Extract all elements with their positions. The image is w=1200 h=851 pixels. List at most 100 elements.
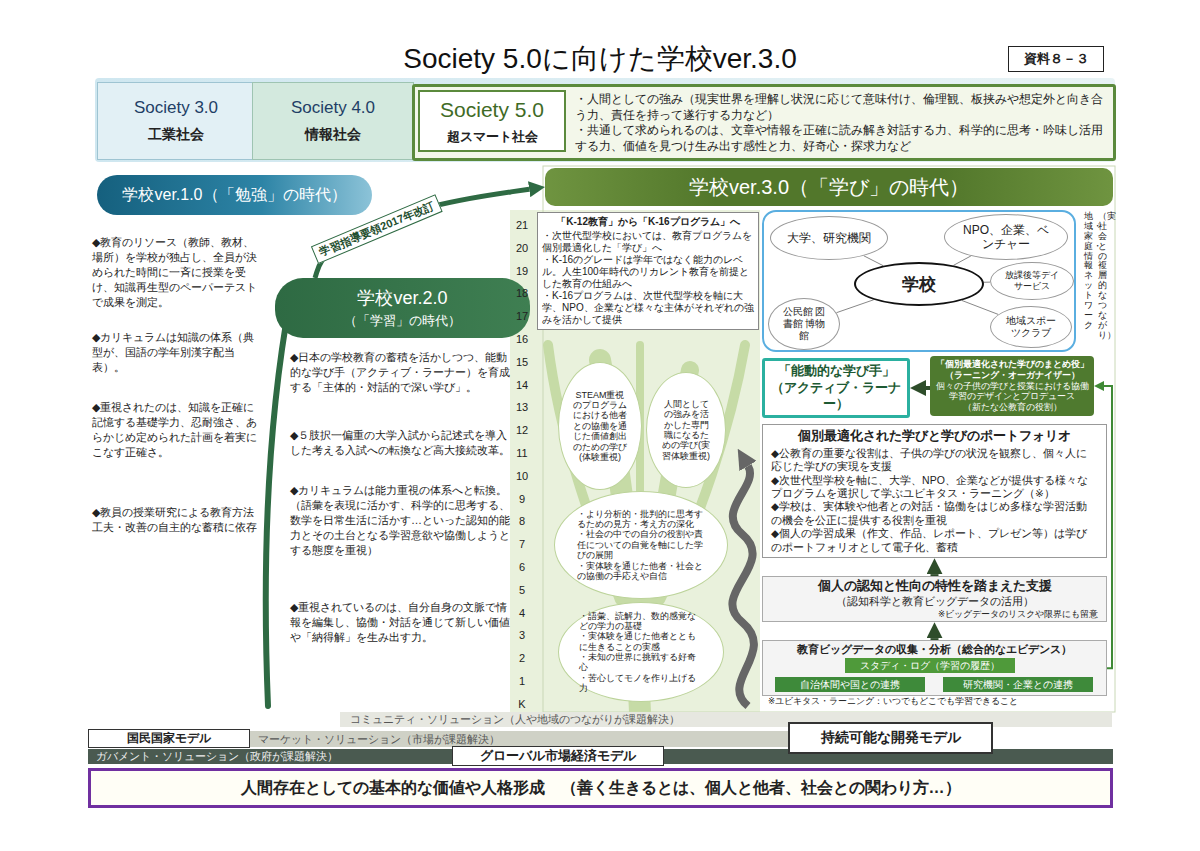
tree-trunks bbox=[548, 345, 745, 712]
era-pill: 学校ver.1.0（「勉強」の時代） bbox=[97, 175, 372, 215]
box-text: ・社会の中での自分の役割や責任についての自覚を軸にした学びの展開 bbox=[577, 529, 705, 560]
vertical-heading: 地域・家庭・情報ネットワーク bbox=[1084, 212, 1093, 331]
connector bbox=[954, 256, 971, 265]
model-box: グローバル市場経済モデル bbox=[452, 746, 664, 766]
grade-number: 8 bbox=[511, 515, 533, 527]
era-pill: 学校ver.2.0 （「学習」の時代） bbox=[275, 278, 530, 338]
grade-number: 3 bbox=[511, 629, 533, 641]
box-text: ・人間としての強み（現実世界を理解し状況に応じて意味付け、倫理観、板挟みや想定外… bbox=[575, 92, 1105, 123]
bullet-text: ◆重視されているのは、自分自身の文脈で情報を編集し、協働・対話を通じて新しい価値… bbox=[290, 600, 518, 645]
solution-band: マーケット・ソリューション（市場が課題解決） bbox=[250, 731, 790, 747]
grade-number: 18 bbox=[511, 287, 533, 299]
grade-number: 17 bbox=[511, 310, 533, 322]
box-text: 情報社会 bbox=[305, 126, 361, 144]
box-text: ・未知の世界に挑戦する好奇心 bbox=[579, 652, 703, 673]
bullet-text: ◆カリキュラムは能力重視の体系へと転換。（語彙を表現に活かす、科学的に思考する、… bbox=[290, 483, 518, 558]
box-text: ・語彙、読解力、数的感覚などの学力の基礎 bbox=[579, 611, 703, 632]
grade-number: 19 bbox=[511, 265, 533, 277]
box-text: コミュニティ・ソリューション（人や地域のつながりが課題解決） bbox=[350, 712, 1112, 727]
box-text: Society 4.0 bbox=[291, 98, 375, 118]
box-text: 「個別最適化された学びのまとめ役」 bbox=[934, 359, 1090, 370]
partner-oval: 地域スポーツクラブ bbox=[990, 306, 1072, 348]
box-text: グローバル市場経済モデル bbox=[480, 747, 636, 765]
box-text: Society 3.0 bbox=[134, 98, 218, 118]
bullet-text: ◆日本の学校教育の蓄積を活かしつつ、能動的な学び手（アクティブ・ラーナー）を育成… bbox=[290, 350, 518, 395]
box-text: 学校ver.2.0 bbox=[357, 286, 447, 310]
bullet-text: ◆教育のリソース（教師、教材、場所）を学校が独占し、全員が決められた時間に一斉に… bbox=[92, 235, 260, 310]
grade-number: 13 bbox=[511, 401, 533, 413]
connector bbox=[864, 256, 883, 266]
data-box: 教育ビッグデータの収集・分析（総合的なエビデンス）スタディ・ログ（学習の履歴）自… bbox=[762, 640, 1107, 696]
box-text: 公民館 図書館 博物館 bbox=[781, 306, 827, 342]
box-text: （アクティブ・ラーナー） bbox=[765, 380, 907, 414]
box-text: 国民国家モデル bbox=[127, 730, 211, 747]
box-text: 個々の子供の学びと授業における協働学習のデザインとプロデュース bbox=[934, 381, 1090, 403]
box-text: 個別最適化された学びと学びのポートフォリオ bbox=[771, 428, 1098, 445]
partner-oval: 公民館 図書館 博物館 bbox=[768, 298, 840, 350]
data-tag: 研究機関・企業との連携 bbox=[943, 677, 1093, 692]
box-text: 人間としての強みを活かした専門職になるための学び(実習体験重視) bbox=[660, 399, 712, 461]
box-text: 「能動的な学び手」 bbox=[778, 363, 895, 380]
vertical-heading: （実社会との複層的なつながり） bbox=[1098, 212, 1107, 341]
box-text: 研究機関・企業との連携 bbox=[963, 678, 1073, 692]
grade-number: K bbox=[511, 698, 533, 710]
bullet-text: ◆重視されたのは、知識を正確に記憶する基礎学力、忍耐強さ、あらかじめ定められた計… bbox=[92, 400, 260, 460]
box-text: 個人の認知と性向の特性を踏まえた支援 bbox=[771, 579, 1098, 595]
network-frame: 地域・家庭・情報ネットワーク（実社会との複層的なつながり）大学、研究機関NPO、… bbox=[762, 210, 1076, 352]
grade-number: 12 bbox=[511, 424, 533, 436]
connector bbox=[836, 300, 873, 313]
support-box: 個人の認知と性向の特性を踏まえた支援（認知科学と教育ビッグデータの活用）※ビッグ… bbox=[762, 576, 1107, 622]
box-text: ◆学校は、実体験や他者との対話・協働をはじめ多様な学習活動の機会を公正に提供する… bbox=[771, 500, 1098, 527]
era-box: ・人間としての強み（現実世界を理解し状況に応じて意味付け、倫理観、板挟みや想定外… bbox=[412, 84, 1116, 161]
box-text: ◆個人の学習成果（作文、作品、レポート、プレゼン等）は学びのポートフォリオとして… bbox=[771, 527, 1098, 554]
program-box: 「K-12教育」から「K-16プログラム」へ・次世代型学校においては、教育プログ… bbox=[537, 212, 759, 330]
bullet-text: ◆教員の授業研究による教育方法工夫・改善の自主的な蓄積に依存 bbox=[92, 505, 260, 535]
box-text: STEAM重視のプログラムにおける他者との協働を通じた価値創出のための学び(体験… bbox=[573, 390, 627, 462]
learning-oval: ・より分析的・批判的に思考するための見方・考え方の深化・社会の中での自分の役割や… bbox=[554, 491, 728, 599]
portfolio-box: 個別最適化された学びと学びのポートフォリオ ◆公教育の重要な役割は、子供の学びの状… bbox=[762, 424, 1107, 558]
model-box: 持続可能な開発モデル bbox=[788, 722, 993, 754]
box-text: マーケット・ソリューション（市場が課題解決） bbox=[258, 731, 790, 747]
box-text: ◆公教育の重要な役割は、子供の学びの状況を観察し、個々人に応じた学びの実現を支援 bbox=[771, 447, 1098, 474]
box-text: ・実体験を通じた他者・社会との協働の手応えや自信 bbox=[577, 561, 705, 582]
role-box: 「個別最適化された学びのまとめ役」（ラーニング・オーガナイザー）個々の子供の学び… bbox=[930, 356, 1094, 416]
box-text: （ラーニング・オーガナイザー） bbox=[934, 370, 1090, 381]
era-banner: 学校ver.3.0（「学び」の時代） bbox=[545, 168, 1113, 206]
box-text: 人間存在としての基本的な価値や人格形成 （善く生きるとは、個人と他者、社会との関… bbox=[241, 778, 961, 799]
school-oval: 学校 bbox=[854, 262, 984, 306]
growth-spiral bbox=[732, 466, 754, 706]
partner-oval: NPO、企業、ベンチャー bbox=[944, 214, 1068, 260]
box-text: ・次世代型学校においては、教育プログラムを個別最適化した「学び」へ bbox=[542, 230, 754, 254]
grade-number: 11 bbox=[511, 447, 533, 459]
box-text: 自治体間や国との連携 bbox=[800, 678, 900, 692]
box-text: 学校 bbox=[902, 273, 936, 296]
box-text: （「学習」の時代） bbox=[344, 312, 461, 330]
box-text: 超スマート社会 bbox=[447, 128, 538, 146]
data-tag: スタディ・ログ（学習の履歴） bbox=[845, 658, 1015, 673]
learning-oval: STEAM重視のプログラムにおける他者との協働を通じた価値創出のための学び(体験… bbox=[558, 362, 642, 490]
box-text: ・苦心してモノを作り上げる力 bbox=[579, 673, 703, 694]
box-text: ◆次世代型学校を軸に、大学、NPO、企業などが提供する様々なプログラムを選択して… bbox=[771, 474, 1098, 501]
ver3-frame bbox=[543, 166, 1115, 712]
learning-oval: 人間としての強みを活かした専門職になるための学び(実習体験重視) bbox=[646, 372, 726, 488]
box-text: ・K-16プログラムは、次世代型学校を軸に大学、NPO、企業など様々な主体がそれ… bbox=[542, 290, 754, 326]
box-text: 工業社会 bbox=[148, 126, 204, 144]
ver2-arc bbox=[266, 300, 290, 706]
grade-number: 15 bbox=[511, 356, 533, 368]
era-box: Society 3.0 工業社会 bbox=[97, 82, 255, 160]
grade-number: 2 bbox=[511, 652, 533, 664]
partner-oval: 大学、研究機関 bbox=[770, 216, 888, 260]
partner-oval: 放課後等デイサービス bbox=[990, 262, 1074, 300]
grade-number: 16 bbox=[511, 333, 533, 345]
grade-number: 1 bbox=[511, 675, 533, 687]
data-tag: 自治体間や国との連携 bbox=[775, 677, 925, 692]
grade-number: 6 bbox=[511, 561, 533, 573]
grade-number: 4 bbox=[511, 607, 533, 619]
footnote: ※ユビキタス・ラーニング：いつでもどこでも学習できること bbox=[768, 696, 1108, 708]
grade-number: 10 bbox=[511, 470, 533, 482]
box-text: 「K-12教育」から「K-16プログラム」へ bbox=[542, 216, 754, 228]
box-text: ※ビッグデータのリスクや限界にも留意 bbox=[771, 609, 1098, 620]
box-text: ・より分析的・批判的に思考するための見方・考え方の深化 bbox=[577, 509, 705, 530]
model-box: 国民国家モデル bbox=[88, 729, 250, 748]
connector bbox=[962, 301, 998, 315]
